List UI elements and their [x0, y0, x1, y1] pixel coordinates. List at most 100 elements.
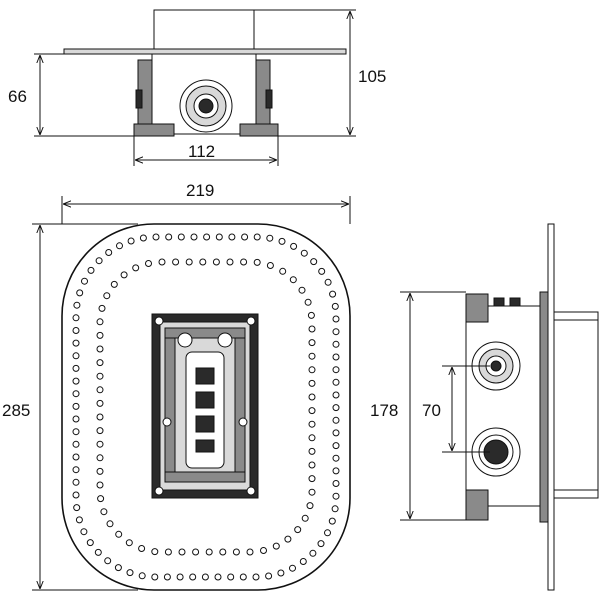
plate-hole	[201, 573, 209, 581]
plate-hole	[332, 429, 340, 437]
plate-hole	[145, 260, 152, 267]
plate-hole	[86, 539, 94, 547]
plate-hole	[165, 233, 173, 241]
plate-hole	[310, 258, 318, 266]
plate-hole	[260, 547, 267, 554]
plate-hole	[308, 325, 316, 333]
plate-hole	[125, 539, 133, 547]
plate-hole	[278, 237, 286, 245]
front-view-slot-window-3	[195, 415, 215, 433]
plate-hole	[290, 242, 298, 250]
front-view-lug-left	[162, 417, 172, 427]
plate-hole	[105, 249, 113, 256]
plate-hole	[308, 434, 316, 442]
plate-hole	[324, 278, 332, 286]
plate-hole	[190, 233, 198, 241]
plate-hole	[151, 573, 159, 581]
plate-hole	[308, 352, 316, 360]
plate-hole	[212, 258, 220, 266]
plate-hole	[139, 234, 147, 242]
front-view-slot-window-4	[195, 439, 215, 453]
plate-hole	[289, 564, 296, 572]
plate-hole	[72, 478, 80, 486]
plate-hole	[265, 572, 273, 580]
plate-hole	[332, 416, 340, 424]
plate-hole	[110, 280, 118, 288]
side-view-bracket-top	[465, 293, 489, 323]
plate-hole	[96, 440, 104, 448]
plate-hole	[104, 557, 112, 565]
plate-hole	[307, 311, 315, 319]
front-view-screw-tr	[246, 316, 256, 326]
plate-hole	[72, 364, 80, 372]
front-view-holes	[72, 233, 340, 581]
plate-hole	[164, 548, 172, 556]
plate-hole	[308, 420, 316, 428]
plate-hole	[72, 314, 80, 322]
plate-hole	[120, 271, 128, 279]
plate-hole	[185, 258, 193, 266]
plate-hole	[87, 266, 95, 274]
plate-hole	[96, 454, 104, 462]
plate-hole	[332, 391, 340, 399]
plate-hole	[96, 481, 104, 489]
plate-hole	[96, 467, 104, 475]
plate-hole	[299, 558, 307, 565]
top-view-left-pin	[135, 89, 143, 109]
plate-hole	[138, 572, 146, 580]
top-view-upper-box	[153, 9, 255, 50]
plate-hole	[306, 502, 314, 510]
plate-hole	[73, 301, 81, 309]
plate-hole	[76, 289, 84, 297]
front-view-port-left	[177, 332, 193, 348]
plate-hole	[192, 548, 200, 556]
top-view-left-foot	[133, 123, 175, 137]
plate-hole	[252, 573, 260, 581]
front-view-slot-window-1	[195, 367, 215, 385]
plate-hole	[189, 573, 197, 581]
plate-hole	[116, 242, 123, 250]
plate-hole	[253, 258, 261, 266]
plate-hole	[266, 262, 274, 269]
plate-hole	[298, 286, 306, 294]
plate-hole	[177, 233, 185, 241]
plate-hole	[132, 264, 140, 272]
plate-hole	[308, 447, 316, 455]
plate-hole	[317, 540, 325, 548]
plate-hole	[98, 304, 106, 312]
plate-hole	[226, 258, 234, 266]
plate-hole	[309, 549, 317, 557]
plate-hole	[126, 569, 134, 577]
plate-hole	[332, 340, 340, 348]
plate-hole	[332, 404, 340, 412]
dim-label-105: 105	[358, 67, 386, 86]
plate-hole	[227, 573, 235, 581]
plate-hole	[96, 318, 104, 326]
plate-hole	[219, 548, 227, 556]
plate-hole	[246, 548, 254, 556]
front-view-frame-left	[164, 329, 176, 481]
side-view-flange	[539, 291, 549, 523]
plate-hole	[332, 467, 340, 475]
plate-hole	[308, 366, 316, 374]
plate-hole	[308, 475, 316, 483]
plate-hole	[94, 548, 102, 556]
plate-hole	[72, 402, 80, 410]
top-view-plate	[63, 48, 347, 55]
plate-hole	[106, 520, 114, 528]
plate-hole	[332, 353, 340, 361]
plate-hole	[96, 413, 104, 421]
front-view-frame-right	[234, 329, 246, 481]
dim-label-285: 285	[2, 401, 30, 420]
plate-hole	[103, 292, 111, 300]
side-view: 178 70	[370, 223, 599, 591]
plate-hole	[96, 331, 104, 339]
plate-hole	[178, 548, 186, 556]
plate-hole	[97, 495, 105, 503]
plate-hole	[96, 345, 104, 353]
plate-hole	[115, 530, 123, 538]
dim-label-112: 112	[188, 142, 215, 161]
plate-hole	[96, 427, 104, 435]
plate-hole	[332, 442, 340, 450]
